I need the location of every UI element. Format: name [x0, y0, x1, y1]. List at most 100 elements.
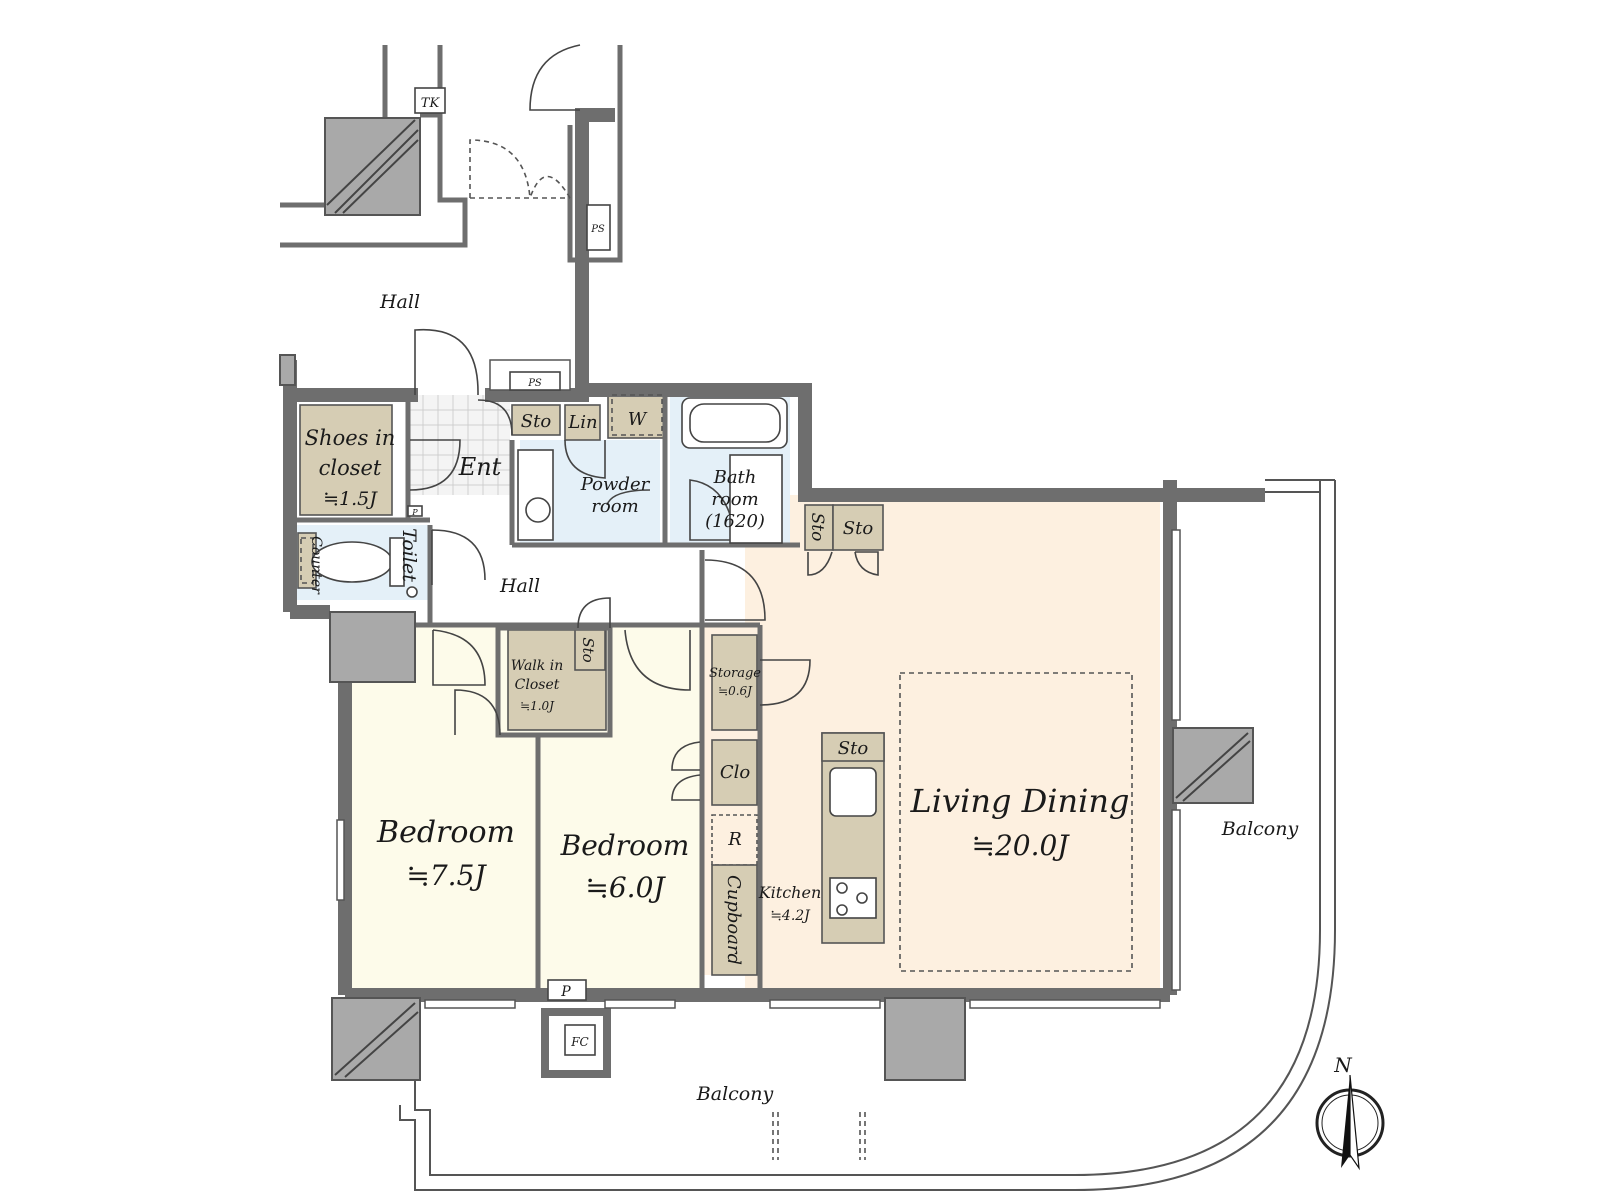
bedroom-1-label: Bedroom	[376, 815, 515, 850]
column-right-hatch-2	[1182, 740, 1251, 802]
column-bed-bottom-hatch-2	[344, 1011, 419, 1078]
bathroom-label-1: Bath	[713, 467, 757, 488]
walk-in-closet-label-1: Walk in	[511, 658, 563, 674]
tk-label: TK	[421, 96, 441, 111]
bedroom-1-area: ≒7.5J	[406, 859, 487, 892]
north-arrow-needle-light	[1349, 1074, 1360, 1171]
fc-box	[564, 1024, 596, 1056]
sto-horizontal-label: Sto	[843, 518, 874, 539]
balcony-partition-dashes	[772, 1112, 866, 1160]
clo-door-1	[671, 741, 701, 771]
window-right-2	[1171, 809, 1181, 991]
ps-top-label: PS	[590, 224, 605, 235]
toilet-door	[431, 529, 486, 585]
columns: FC P	[279, 354, 1254, 1081]
kitchen-area: ≒4.2J	[770, 908, 811, 924]
bath-washing-area	[729, 454, 783, 544]
window-bottom-3	[769, 999, 881, 1009]
upper-door-dashed	[469, 139, 571, 199]
sto-walkin-door	[577, 597, 611, 629]
ps-top-box	[586, 204, 611, 251]
storage-area: ≒0.6J	[718, 684, 753, 698]
powder-basin-counter	[517, 449, 554, 541]
walls	[283, 108, 1265, 1002]
lin-label: Lin	[567, 412, 597, 433]
fc-label: FC	[570, 1035, 589, 1049]
storage-door	[759, 659, 811, 706]
column-bed-bottom-hatch	[334, 1002, 416, 1076]
fc-box-outer	[541, 1008, 611, 1078]
toilet-tank	[389, 537, 405, 587]
storage-label: Storage	[709, 666, 761, 681]
sto-horizontal-block	[832, 504, 884, 551]
hall-mid-label: Hall	[499, 575, 540, 597]
window-right-1	[1171, 529, 1181, 721]
upper-bottom-wall	[280, 112, 468, 248]
clo-door-2	[671, 774, 701, 801]
column-toilet	[329, 611, 416, 683]
hall-fill	[430, 535, 700, 625]
wall-bath-outer	[582, 383, 1170, 502]
north-arrow-label: N	[1333, 1053, 1353, 1077]
entry-tile-fill	[408, 395, 510, 495]
upper-column-hatch-3	[342, 139, 419, 214]
sto-vertical-block	[804, 504, 834, 551]
powder-inner-door	[606, 489, 651, 506]
counter-dashed	[300, 537, 314, 584]
walk-in-closet-label-2: Closet	[515, 677, 560, 693]
living-dining-area: ≒20.0J	[971, 829, 1070, 862]
ps-mid-box	[509, 371, 561, 391]
storage-block	[711, 634, 758, 731]
p-bed-label: P	[560, 984, 571, 1000]
toilet-label: Toilet	[398, 528, 420, 582]
window-bottom-4	[969, 999, 1161, 1009]
toilet-paper	[406, 586, 418, 598]
fixtures: P	[311, 397, 877, 919]
bedroom-2-area: ≒6.0J	[585, 871, 666, 904]
sto-walkin-block	[574, 629, 606, 671]
upper-door-arc	[529, 44, 581, 111]
sto-ldk-door-2	[854, 551, 879, 576]
window-bottom-2	[604, 999, 676, 1009]
window-bed-left	[336, 819, 345, 901]
sto-entry-block	[511, 404, 561, 436]
sto-vertical-label: Sto	[807, 513, 827, 542]
powder-room-label-1: Powder	[580, 474, 651, 495]
shoes-closet-door	[409, 439, 461, 491]
ps-mid-label: PS	[527, 378, 542, 389]
shoes-closet-label-1: Shoes in	[305, 426, 396, 450]
shoes-closet-label-2: closet	[319, 456, 382, 480]
bathroom-size: (1620)	[705, 511, 765, 532]
clo-block	[711, 739, 758, 806]
north-arrow-needle-dark	[1341, 1075, 1350, 1168]
cupboard-block	[711, 864, 758, 976]
kitchen-label: Kitchen	[758, 883, 822, 902]
p-small-label: P	[411, 508, 418, 517]
balcony-outline-outer	[399, 480, 1336, 1191]
kitchen-sink	[829, 767, 877, 817]
upper-column-hatch-1	[326, 119, 416, 206]
walkin-door	[454, 689, 501, 736]
bed1-door	[432, 629, 486, 686]
sto-kitchen-block	[821, 732, 885, 762]
column-mid-bottom	[884, 997, 966, 1081]
entrance-door	[414, 328, 479, 395]
cupboard-label: Cupboard	[723, 875, 744, 965]
burner-3	[836, 904, 848, 916]
counter-label: Counter	[308, 536, 324, 595]
wall-ps-top	[485, 108, 615, 402]
upper-structure: TK PS	[280, 44, 623, 263]
burner-1	[836, 882, 848, 894]
sto-kitchen-label: Sto	[838, 738, 869, 759]
burner-2	[856, 892, 868, 904]
ent-sto-door	[477, 399, 513, 436]
bathroom-label-2: room	[711, 489, 758, 510]
sto-walkin-label: Sto	[579, 637, 597, 662]
bed2-door	[624, 629, 691, 691]
bedroom-1-fill	[345, 625, 535, 990]
bathtub-inner	[689, 403, 781, 443]
sto-ldk-door-1	[807, 551, 833, 576]
upper-ps-wall	[567, 45, 623, 263]
balcony-outline-inner	[414, 480, 1321, 1176]
balcony-bottom-label: Balcony	[696, 1083, 774, 1105]
